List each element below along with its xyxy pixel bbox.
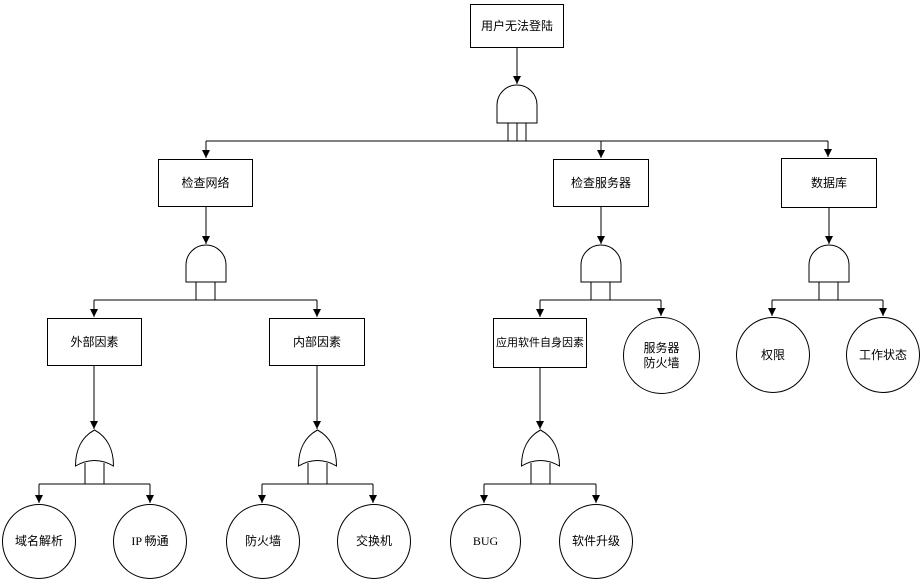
event-box-root: 用户无法登陆 xyxy=(470,4,564,48)
event-label: 防火墙 xyxy=(244,534,281,548)
event-label: 软件升级 xyxy=(571,534,620,548)
basic-event-ip-connectivity: IP 畅通 xyxy=(113,504,187,579)
event-label: 数据库 xyxy=(810,175,847,190)
basic-event-server-firewall: 服务器 防火墙 xyxy=(623,317,700,394)
gate-layer xyxy=(74,84,850,467)
event-box-database: 数据库 xyxy=(781,158,877,208)
event-label: 检查服务器 xyxy=(570,175,631,190)
basic-event-firewall: 防火墙 xyxy=(226,504,300,579)
event-box-app-software-factors: 应用软件自身因素 xyxy=(493,318,587,368)
and-gate-icon xyxy=(580,244,622,283)
event-label: 域名解析 xyxy=(14,534,63,548)
and-gate-icon xyxy=(496,84,538,124)
or-gate-icon xyxy=(297,429,338,467)
event-label: 交换机 xyxy=(355,534,392,548)
event-label: 用户无法登陆 xyxy=(480,18,553,33)
basic-event-bug: BUG xyxy=(450,504,521,579)
connector-arrows xyxy=(35,48,887,503)
basic-event-switch: 交换机 xyxy=(337,504,411,579)
connector-bars xyxy=(39,123,883,485)
event-box-external-factors: 外部因素 xyxy=(47,318,142,366)
event-label: BUG xyxy=(472,534,499,548)
event-label: 工作状态 xyxy=(858,347,907,362)
event-box-internal-factors: 内部因素 xyxy=(269,318,365,366)
or-gate-icon xyxy=(74,429,115,467)
event-label: 服务器 防火墙 xyxy=(643,340,680,370)
basic-event-work-status: 工作状态 xyxy=(846,317,920,393)
event-label: 内部因素 xyxy=(292,334,341,349)
event-label: 权限 xyxy=(760,347,785,362)
and-gate-icon xyxy=(808,244,850,283)
basic-event-software-upgrade: 软件升级 xyxy=(559,504,633,579)
or-gate-icon xyxy=(520,429,561,467)
basic-event-permissions: 权限 xyxy=(736,317,810,393)
event-label: 应用软件自身因素 xyxy=(496,336,584,349)
event-label: IP 畅通 xyxy=(131,534,169,548)
event-box-check-server: 检查服务器 xyxy=(553,159,649,207)
basic-event-dns-resolution: 域名解析 xyxy=(2,504,76,579)
event-label: 检查网络 xyxy=(181,175,230,190)
and-gate-icon xyxy=(185,244,227,283)
event-label: 外部因素 xyxy=(70,334,119,349)
event-box-check-network: 检查网络 xyxy=(158,159,253,207)
